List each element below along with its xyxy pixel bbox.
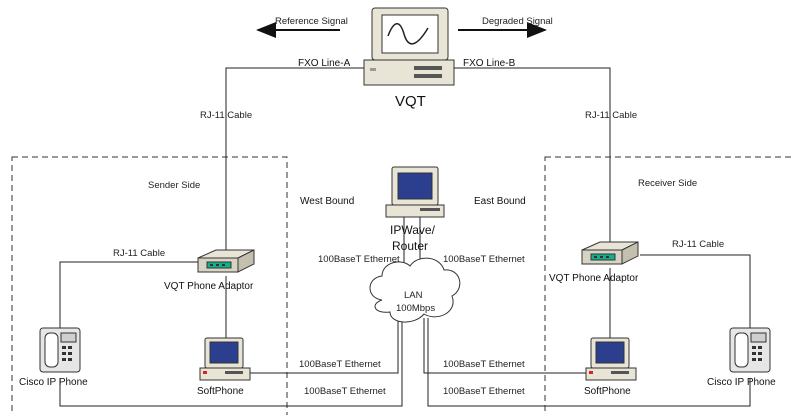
sender-rj11-top-label: RJ-11 Cable [200,110,252,121]
receiver-adaptor-icon [581,241,639,265]
fxo-line-b-wire [451,67,611,243]
eth-left-bottom-label: 100BaseT Ethernet [304,386,386,397]
receiver-rj11-phone-label: RJ-11 Cable [672,239,724,250]
receiver-side-zone [544,156,792,415]
fxo-line-a-wire [225,67,366,252]
router-eth-left-label: 100BaseT Ethernet [318,254,400,265]
receiver-softphone-icon [585,337,637,381]
east-bound-label: East Bound [474,196,526,207]
router-eth-right-label: 100BaseT Ethernet [443,254,525,265]
router-computer-icon [385,166,445,218]
lan-label-line1: LAN [404,290,423,301]
sender-ip-phone-label: Cisco IP Phone [19,377,88,388]
fxo-line-a-label: FXO Line-A [298,58,351,69]
receiver-rj11-top-label: RJ-11 Cable [585,110,637,121]
eth-left-top-label: 100BaseT Ethernet [299,359,381,370]
sender-phone-wire [59,261,198,330]
receiver-adaptor-label: VQT Phone Adaptor [549,273,639,284]
router-label-line2: Router [392,239,428,253]
lan-cloud-icon [369,257,461,323]
receiver-softphone-label: SoftPhone [584,386,631,397]
eth-right-top-label: 100BaseT Ethernet [443,359,525,370]
receiver-bottom-wire [427,318,751,407]
vqt-computer-icon [363,7,455,86]
eth-right-bottom-label: 100BaseT Ethernet [443,386,525,397]
receiver-phone-wire [640,254,751,330]
wires [59,67,751,407]
sender-rj11-phone-label: RJ-11 Cable [113,248,165,259]
sender-bottom-wire [59,318,403,407]
sender-side-zone [11,156,288,415]
degraded-signal-label: Degraded Signal [482,16,553,27]
west-bound-label: West Bound [300,196,354,207]
receiver-ip-phone-label: Cisco IP Phone [707,377,776,388]
receiver-softphone-lan-wire [423,318,588,374]
lan-label-line2: 100Mbps [396,303,435,314]
receiver-zone-label: Receiver Side [638,178,697,189]
reference-signal-label: Reference Signal [275,16,348,27]
fxo-line-b-label: FXO Line-B [463,58,516,69]
vqt-label: VQT [395,93,426,110]
sender-adaptor-label: VQT Phone Adaptor [164,281,254,292]
sender-softphone-label: SoftPhone [197,386,244,397]
sender-softphone-icon [199,337,251,381]
router-label-line1: IPWave/ [390,223,436,237]
sender-adaptor-icon [197,249,255,273]
sender-ip-phone-icon [39,327,81,373]
receiver-ip-phone-icon [729,327,771,373]
sender-softphone-lan-wire [250,318,399,374]
sender-zone-label: Sender Side [148,180,200,191]
